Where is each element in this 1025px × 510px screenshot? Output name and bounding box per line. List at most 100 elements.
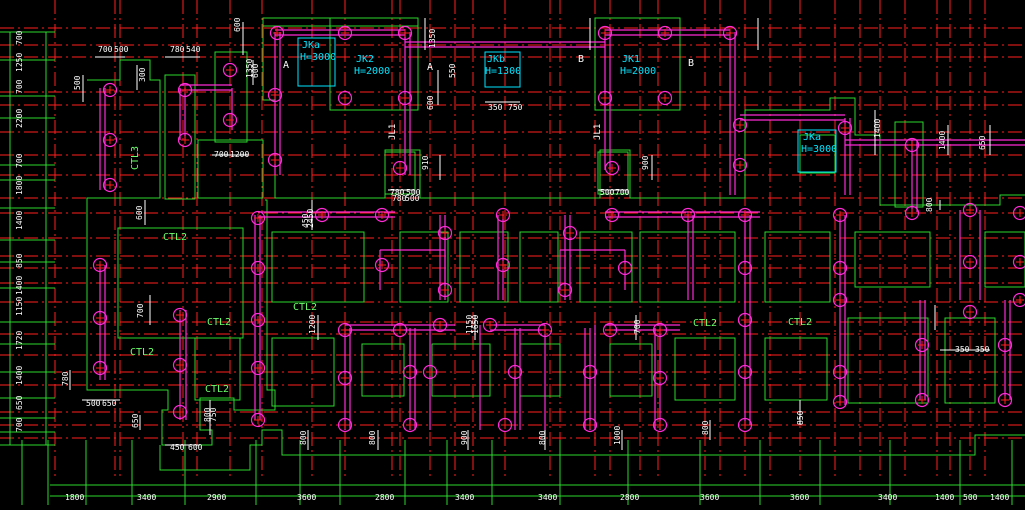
dimension-text: 350 — [955, 345, 970, 354]
pit-name: JKa — [803, 132, 821, 143]
pile-circle — [597, 25, 613, 41]
dimension-text: 850 — [796, 410, 805, 425]
outline-cap — [361, 343, 405, 397]
cap-label: CTL2 — [788, 317, 812, 328]
dimension-text: 500 — [406, 188, 421, 197]
pile-circle — [250, 260, 266, 276]
pile-circle — [432, 317, 448, 333]
dimension-text: 600 — [188, 443, 203, 452]
pile-circle — [172, 404, 188, 420]
beam-lines — [99, 29, 1025, 430]
dimension-text: 600 — [135, 205, 144, 220]
pile-circle — [314, 207, 330, 223]
dimension-text: 780 — [390, 188, 405, 197]
outline-cap — [459, 231, 509, 303]
section-mark: B — [578, 54, 584, 65]
pit-name: JKb — [487, 54, 505, 65]
pit-depth: H=1300 — [485, 66, 521, 77]
dimension-text: 3400 — [455, 493, 474, 502]
pile-circle — [722, 25, 738, 41]
dimension-text: 2200 — [15, 109, 24, 128]
section-mark: A — [283, 60, 289, 71]
dimension-text: 800 — [925, 197, 934, 212]
pile-circle — [962, 254, 978, 270]
pile-circle — [837, 120, 853, 136]
outline-cap-small — [214, 51, 248, 143]
dimension-text: 450 — [301, 213, 310, 228]
dimension-text: 450 — [170, 443, 185, 452]
pile-circle — [604, 160, 620, 176]
section-mark: B — [688, 58, 694, 69]
dimension-text: 350 — [975, 345, 990, 354]
cap-label: CTL2 — [130, 347, 154, 358]
pile-circle — [997, 392, 1013, 408]
outline-cap — [519, 343, 561, 397]
dimension-text: 600 — [251, 63, 260, 78]
dimension-text: 800 — [701, 420, 710, 435]
dimension-text: 700 — [15, 79, 24, 94]
dimension-text: 650 — [978, 135, 987, 150]
dimension-text: 800 — [368, 430, 377, 445]
pile-circle — [582, 417, 598, 433]
dimension-text: 700 — [214, 150, 229, 159]
pile-circle — [337, 90, 353, 106]
pile-circle — [657, 90, 673, 106]
dimension-text: 650 — [131, 413, 140, 428]
pile-circle — [914, 337, 930, 353]
dimension-text: 650 — [15, 395, 24, 410]
dimension-text: 1400 — [935, 493, 954, 502]
outline-cap — [431, 343, 491, 397]
dimension-text: 700 — [98, 45, 113, 54]
dimension-text: 1400 — [873, 119, 882, 138]
pile-circle — [177, 132, 193, 148]
pile-circle — [904, 137, 920, 153]
dimension-text: 600 — [233, 17, 242, 32]
pile-circle — [250, 360, 266, 376]
pile-circle — [832, 394, 848, 410]
outline-cap — [597, 151, 629, 195]
pile-circle — [92, 360, 108, 376]
outline-cap — [984, 231, 1025, 288]
dimension-text: 3600 — [700, 493, 719, 502]
pile-circle — [374, 257, 390, 273]
outline-cap — [271, 337, 335, 407]
dimension-text: 1400 — [15, 276, 24, 295]
pile-circle — [172, 357, 188, 373]
cap-label: CTL3 — [130, 146, 141, 170]
pile-circle — [267, 152, 283, 168]
dimension-text: 2800 — [375, 493, 394, 502]
outline-cap — [799, 134, 836, 174]
pile-circle — [1012, 205, 1025, 221]
pile-circle — [602, 322, 618, 338]
cap-label: CTL2 — [293, 302, 317, 313]
footing-outlines — [0, 17, 1025, 505]
pit-depth: H=3000 — [801, 144, 837, 155]
dimension-text: 900 — [641, 155, 650, 170]
dimension-text: 800 — [538, 430, 547, 445]
pile-circle — [172, 307, 188, 323]
pile-circle — [582, 364, 598, 380]
section-mark: A — [427, 62, 433, 73]
dimension-text: 500 — [73, 75, 82, 90]
pile-circle — [737, 364, 753, 380]
dimension-text: 3400 — [137, 493, 156, 502]
pile-circle — [437, 282, 453, 298]
pile-circle — [997, 337, 1013, 353]
pile-circle — [222, 112, 238, 128]
pile-circle — [652, 370, 668, 386]
outline-cap — [609, 343, 653, 397]
dimension-text: 750 — [209, 407, 218, 422]
dimension-text: 850 — [15, 253, 24, 268]
outline-left-wing — [86, 59, 276, 446]
pile-circle — [1012, 254, 1025, 270]
pile-circle — [177, 82, 193, 98]
outline-cap — [764, 337, 828, 401]
pit-box — [484, 51, 521, 88]
dimension-text: 3400 — [878, 493, 897, 502]
outline-top-strip — [262, 17, 419, 27]
pit-box — [797, 129, 837, 173]
outline-bottom-run — [159, 429, 1025, 471]
